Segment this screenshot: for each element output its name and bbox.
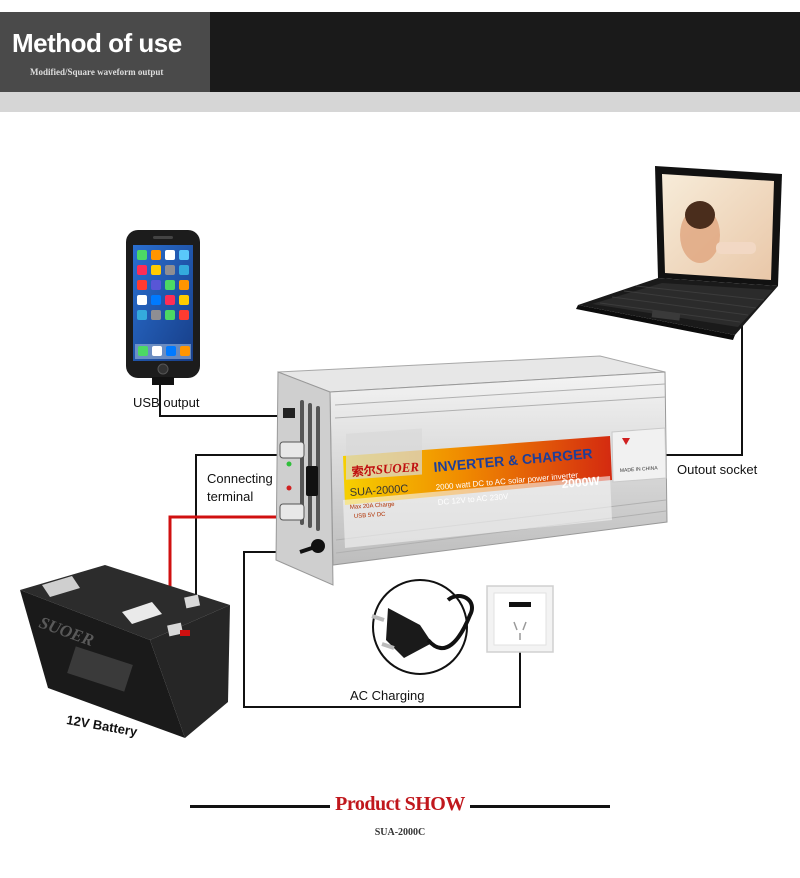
ac-charging-label: AC Charging [350, 688, 424, 703]
power-switch [306, 466, 318, 496]
smartphone [126, 230, 200, 385]
battery: SUOER [20, 565, 230, 738]
inverter-brand: SUOER [375, 459, 420, 477]
usb-port [283, 408, 295, 418]
footer-subtitle: SUA-2000C [0, 827, 800, 838]
output-socket-label: Outout socket [677, 462, 757, 477]
positive-terminal [280, 504, 304, 520]
footer-title: Product SHOW [0, 793, 800, 816]
laptop [576, 166, 782, 340]
inverter-brand-cn: 索尔 [351, 462, 376, 479]
negative-terminal [280, 442, 304, 458]
wall-outlet [487, 586, 553, 652]
power-plug [372, 580, 472, 674]
connecting-terminal-label: Connecting terminal [207, 470, 297, 506]
usb-output-label: USB output [133, 395, 200, 410]
